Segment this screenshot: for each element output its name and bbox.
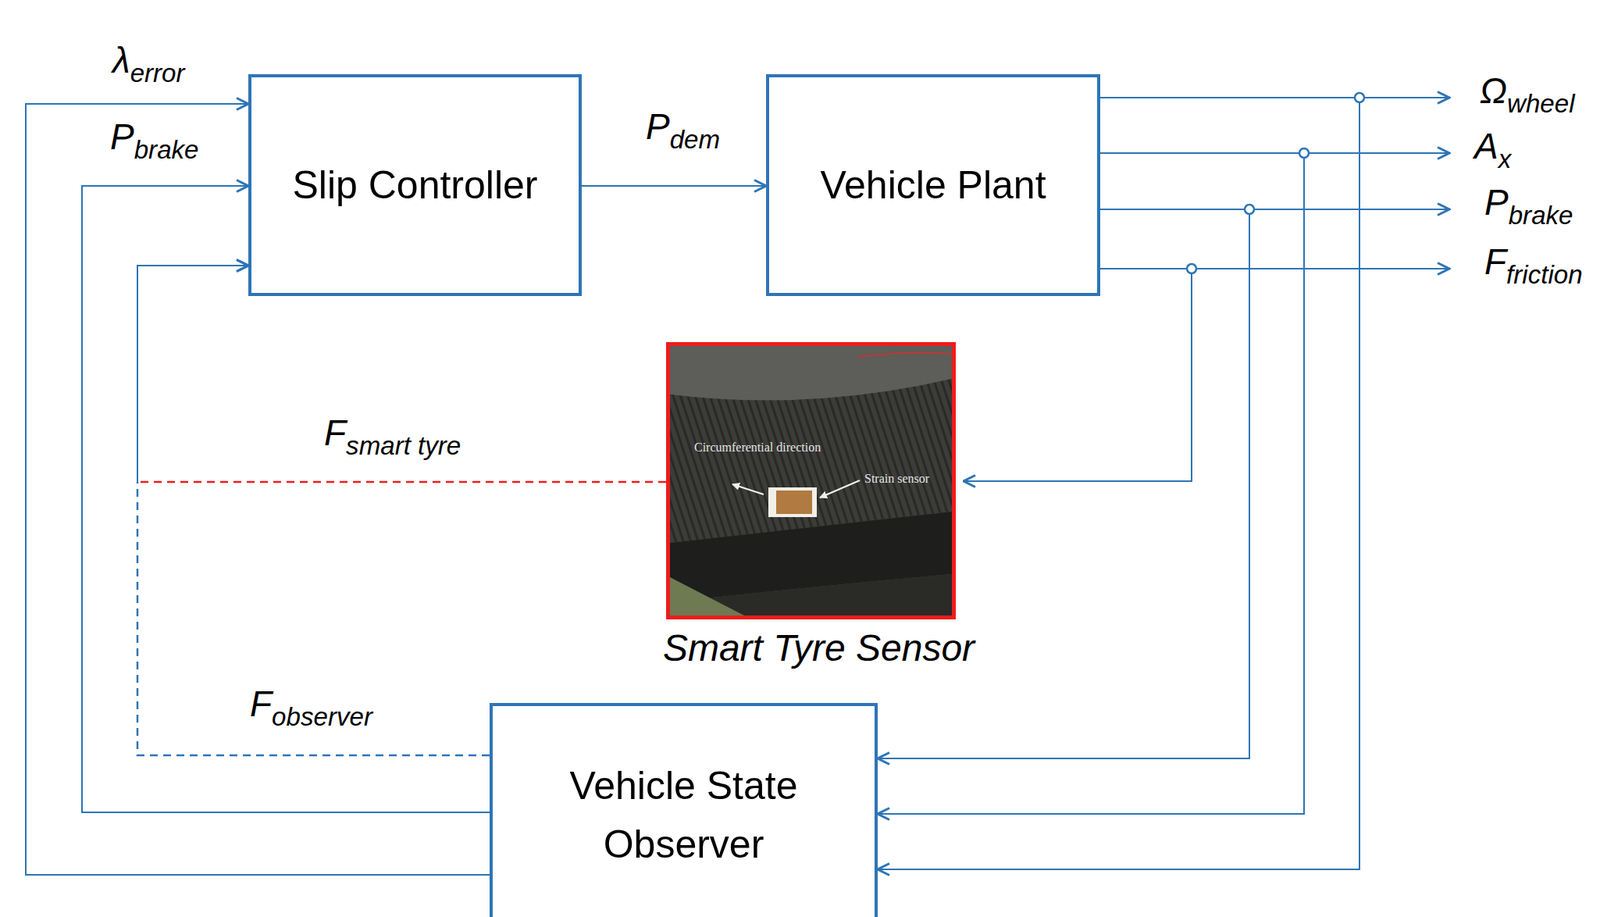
signal-symbol: A (1474, 125, 1499, 167)
output-line (1100, 152, 1450, 154)
strain-sensor (776, 490, 813, 514)
photo-annotation: Circumferential direction (694, 439, 821, 455)
signal-subscript: wheel (1507, 89, 1576, 118)
output-signal-label: Ax (1474, 124, 1511, 168)
ground (669, 577, 745, 616)
signal-subscript: friction (1506, 260, 1583, 289)
process-box: Vehicle Plant (766, 74, 1101, 296)
connector-path (137, 481, 667, 484)
leader-arrow (819, 480, 860, 498)
box-label: Vehicle Plant (819, 156, 1046, 215)
signal-label: Fsmart tyre (324, 411, 461, 455)
signal-symbol: P (110, 116, 135, 157)
signal-label: Pdem (645, 105, 720, 149)
sensor-pad (768, 487, 817, 517)
sensor-caption: Smart Tyre Sensor (662, 625, 975, 671)
output-signal-label: Pbrake (1484, 181, 1574, 225)
connector-path (137, 265, 249, 482)
connector-path (137, 265, 249, 482)
signal-symbol: Ω (1479, 70, 1508, 111)
sensor-panel: Circumferential directionStrain sensorSm… (666, 342, 956, 620)
tap-dot (1244, 204, 1255, 214)
tyre-tread (669, 573, 952, 616)
tap-dot (1186, 263, 1197, 274)
output-signal-label: Ffriction (1484, 240, 1583, 284)
box-label: Slip Controller (292, 156, 538, 215)
signal-label: Fobserver (249, 682, 373, 726)
output-signal-label: Ωwheel (1479, 69, 1576, 113)
tyre-liner (669, 345, 952, 616)
output-line (1100, 208, 1450, 211)
signal-symbol: P (1484, 181, 1509, 223)
signal-connector (137, 265, 667, 482)
signal-symbol: λ (112, 39, 131, 81)
photo-annotation: Strain sensor (864, 470, 930, 486)
connector-path (137, 481, 490, 756)
signal-subscript: brake (1508, 200, 1574, 230)
output-line (1100, 267, 1450, 270)
signal-label: λerror (112, 39, 186, 82)
signal-symbol: P (645, 106, 670, 147)
signal-subscript: smart tyre (345, 431, 461, 460)
signal-subscript: error (130, 58, 186, 88)
direction-arrow (732, 484, 764, 495)
signal-subscript: dem (669, 124, 720, 154)
signal-subscript: observer (271, 702, 373, 731)
tap-dot (1299, 148, 1309, 158)
tyre-mark (857, 352, 952, 357)
output-line (1100, 96, 1450, 99)
signal-symbol: F (324, 412, 346, 453)
box-label: Vehicle State Observer (505, 756, 863, 874)
connector-path (581, 185, 767, 187)
signal-connector (137, 265, 490, 756)
signal-subscript: x (1498, 144, 1512, 174)
tyre-photo (669, 345, 952, 616)
signal-label: Pbrake (110, 115, 200, 159)
tap-dot (1354, 92, 1365, 103)
signal-connector (963, 268, 1192, 482)
connector-path (963, 268, 1192, 482)
signal-symbol: F (249, 683, 272, 724)
process-box: Slip Controller (248, 74, 582, 296)
signal-symbol: F (1484, 241, 1507, 282)
signal-subscript: brake (134, 135, 200, 164)
process-box: Vehicle State Observer (489, 702, 878, 917)
signal-connector (581, 185, 767, 187)
